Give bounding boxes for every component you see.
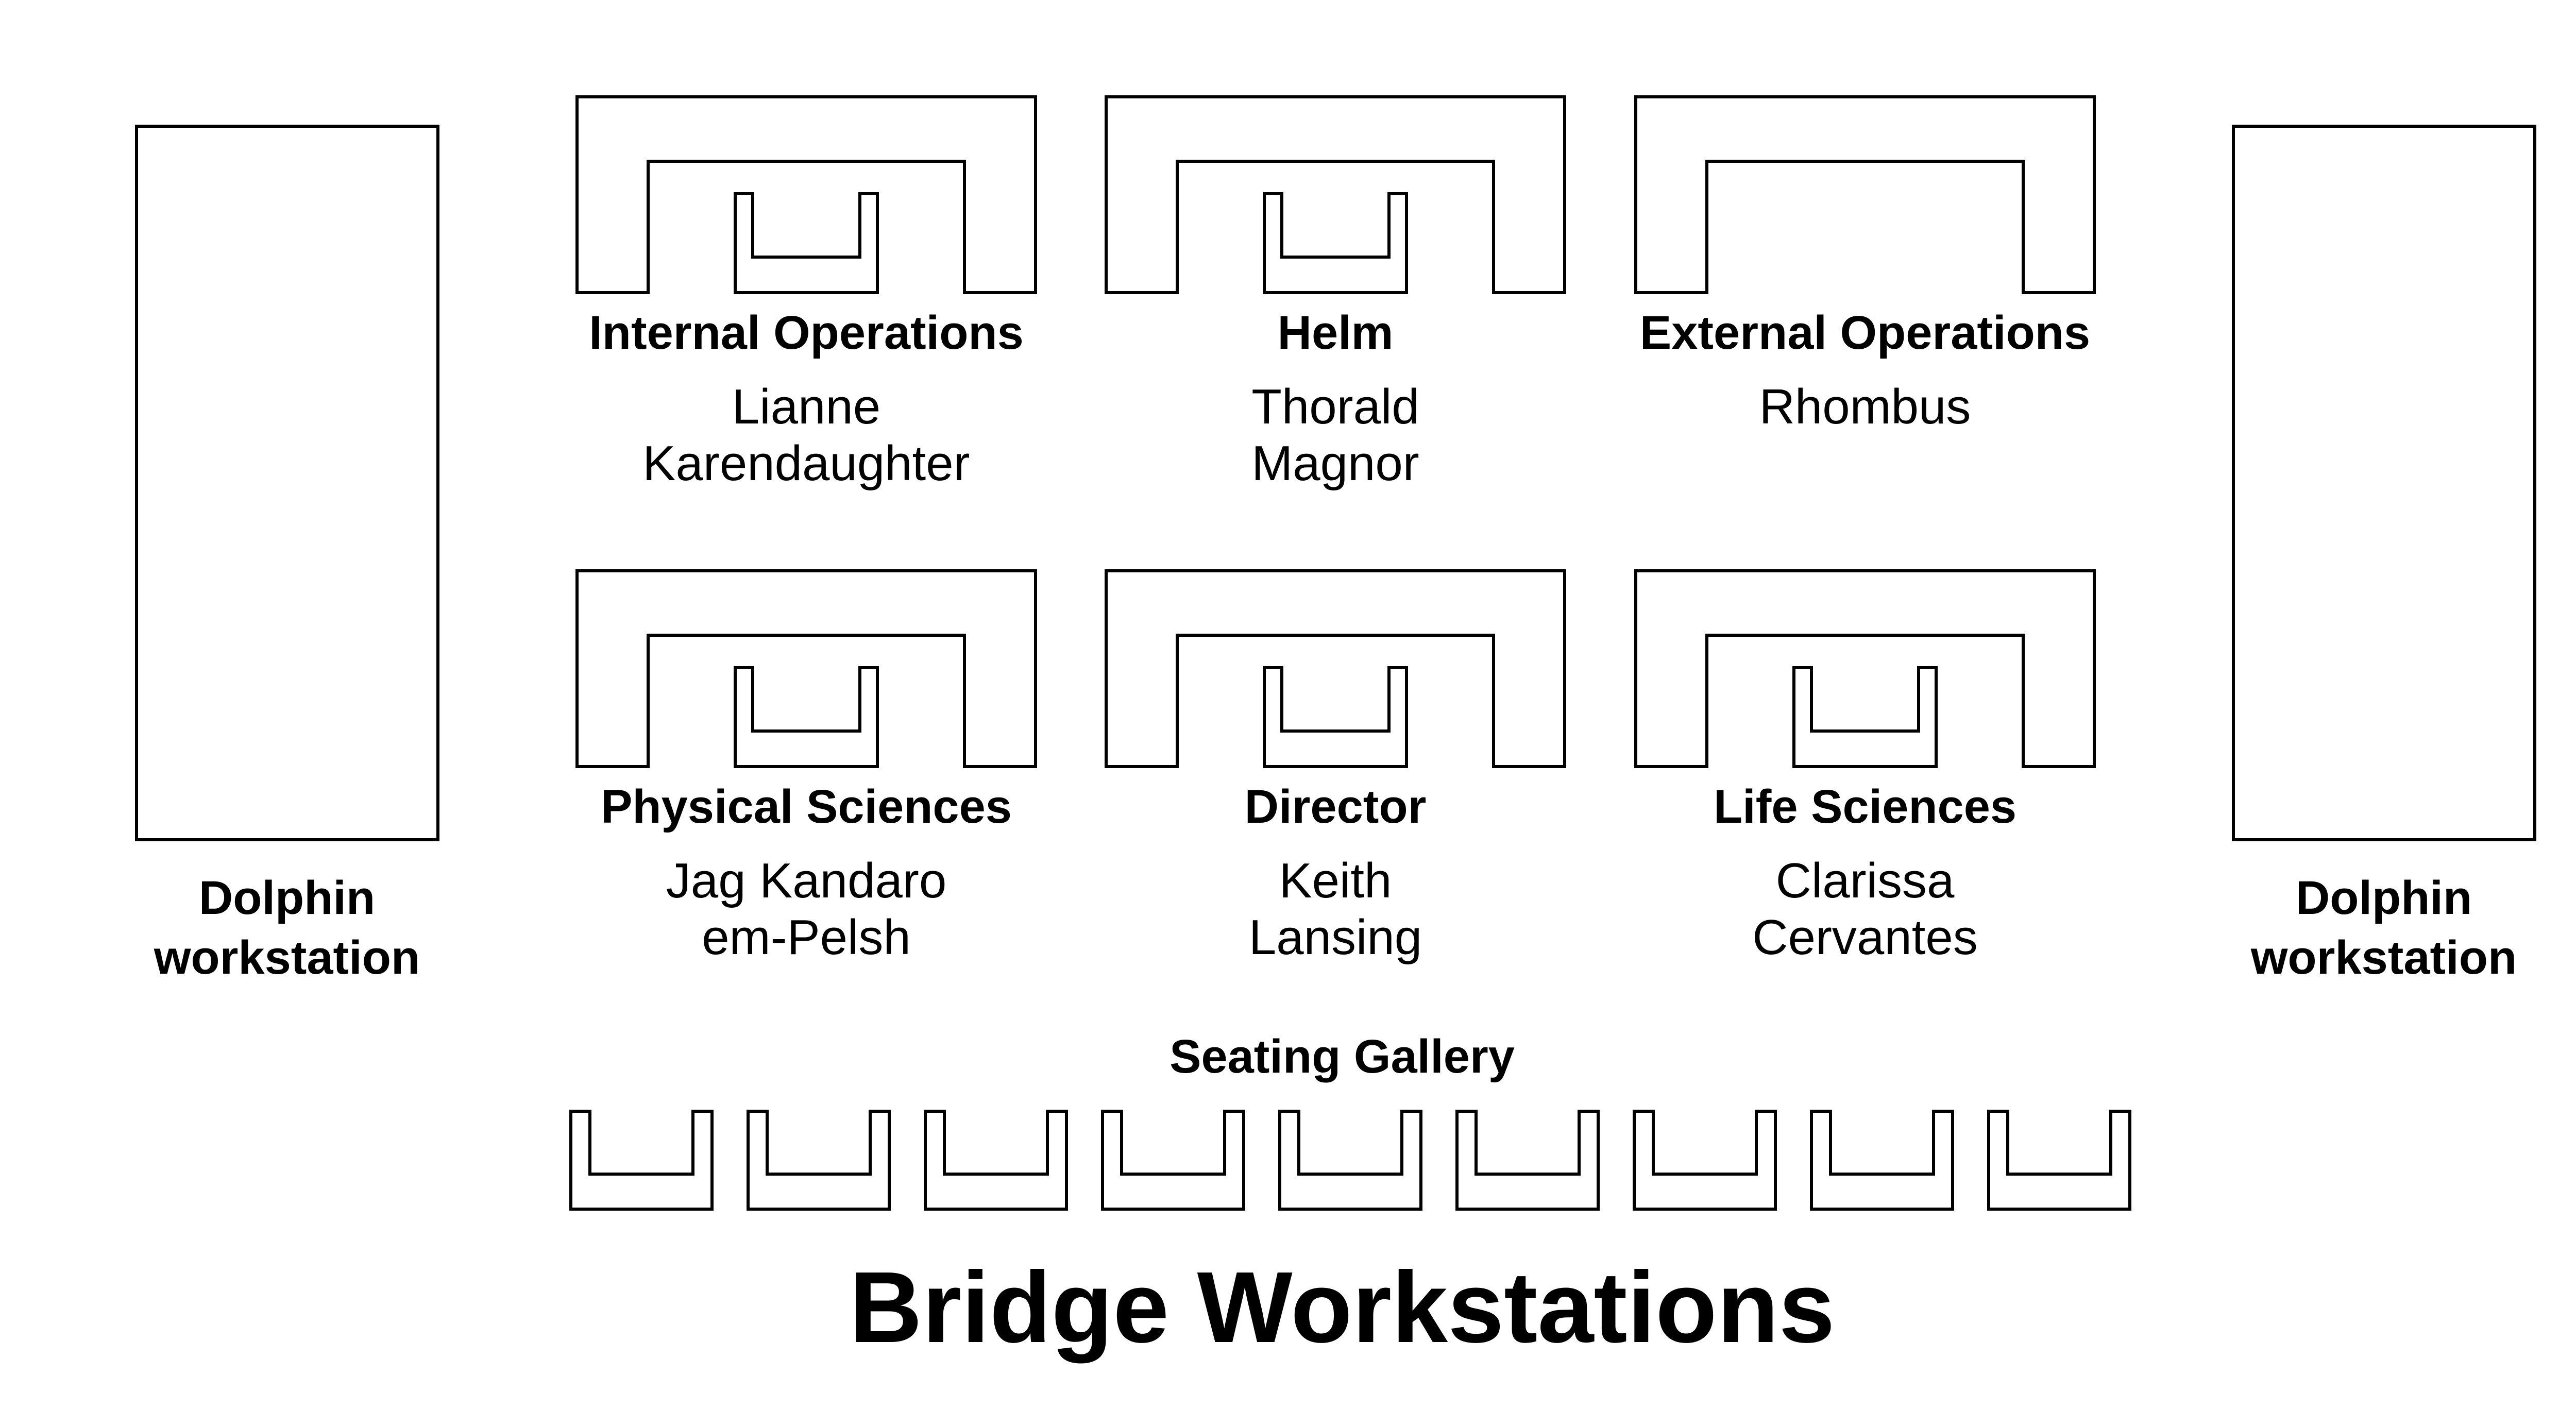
station-crew-external-operations: Rhombus [1759, 379, 1971, 434]
diagram-title: Bridge Workstations [849, 1251, 1835, 1364]
gallery-seat [1455, 1110, 1600, 1211]
desk-internal-operations [575, 95, 1037, 294]
gallery-seat [569, 1110, 714, 1211]
desk-helm [1105, 95, 1566, 294]
dolphin-workstation-left [135, 125, 439, 841]
station-crew-physical-sciences: Jag Kandaro em-Pelsh [666, 853, 947, 965]
desk-director [1105, 569, 1566, 768]
gallery-seat [924, 1110, 1068, 1211]
chair-life-sciences [1792, 666, 1938, 768]
gallery-seat [1810, 1110, 1954, 1211]
dolphin-workstation-label-right: Dolphin workstation [2250, 872, 2517, 984]
dolphin-workstation-label-left: Dolphin workstation [154, 872, 420, 984]
gallery-seat [747, 1110, 891, 1211]
chair-internal-operations [734, 192, 879, 294]
station-title-director: Director [1244, 780, 1427, 833]
seating-gallery-label: Seating Gallery [1170, 1030, 1515, 1083]
desk-life-sciences [1634, 569, 2096, 768]
desk-external-operations [1634, 95, 2096, 294]
station-crew-internal-operations: Lianne Karendaughter [642, 379, 970, 491]
gallery-seat [1101, 1110, 1245, 1211]
dolphin-workstation-right [2232, 125, 2536, 841]
station-title-helm: Helm [1277, 307, 1394, 359]
desk-physical-sciences [575, 569, 1037, 768]
gallery-seat [1987, 1110, 2131, 1211]
station-title-internal-operations: Internal Operations [589, 307, 1024, 359]
chair-director [1263, 666, 1408, 768]
station-crew-helm: Thorald Magnor [1251, 379, 1419, 491]
station-crew-life-sciences: Clarissa Cervantes [1752, 853, 1978, 965]
chair-physical-sciences [734, 666, 879, 768]
chair-helm [1263, 192, 1408, 294]
station-title-life-sciences: Life Sciences [1713, 780, 2017, 833]
gallery-seat [1278, 1110, 1422, 1211]
gallery-seat [1633, 1110, 1777, 1211]
station-title-physical-sciences: Physical Sciences [601, 780, 1012, 833]
station-title-external-operations: External Operations [1639, 307, 2091, 359]
station-crew-director: Keith Lansing [1248, 853, 1422, 965]
